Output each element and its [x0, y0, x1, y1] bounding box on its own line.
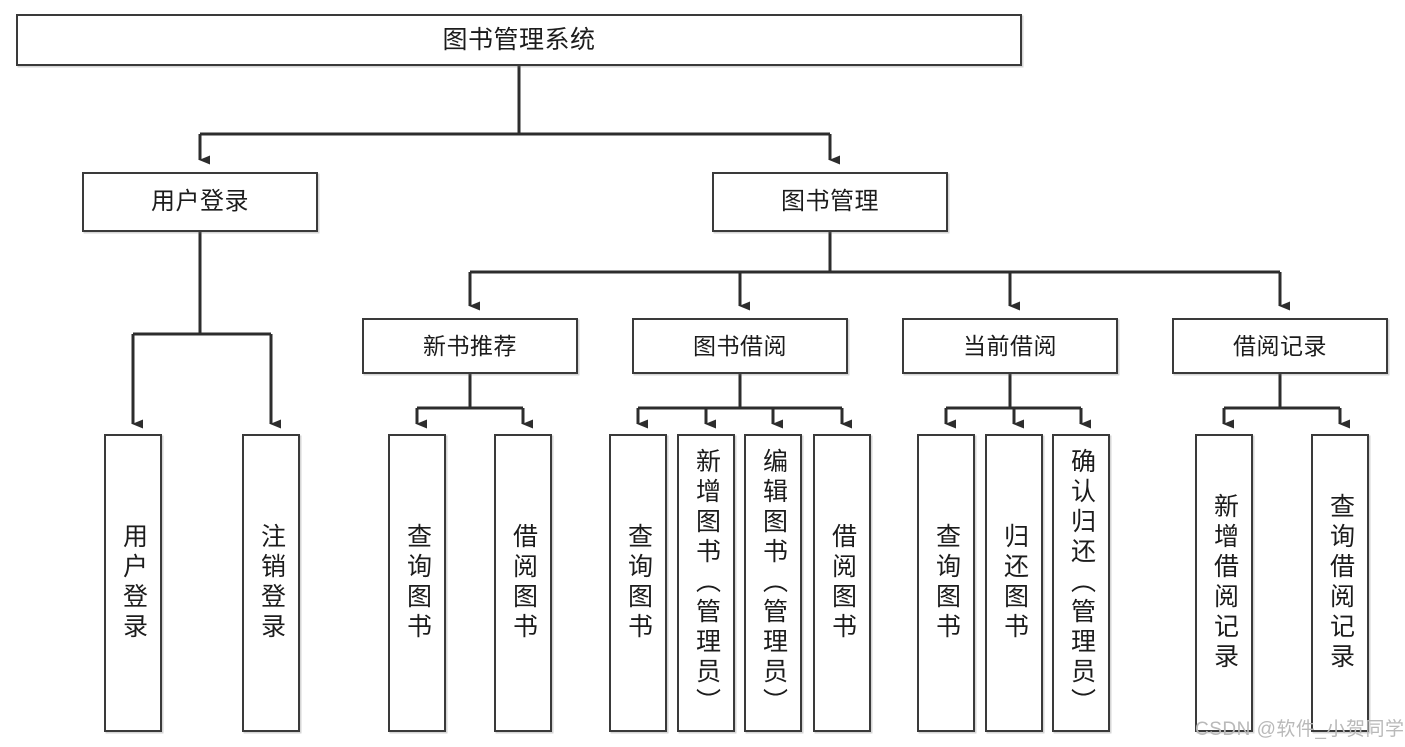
node-label: 借阅图书: [828, 523, 857, 643]
node-label: 查询图书: [403, 523, 432, 643]
node-user-login[interactable]: 用户登录: [82, 172, 318, 232]
node-label: 查询借阅记录: [1326, 493, 1355, 673]
node-new-book-recommend[interactable]: 新书推荐: [362, 318, 578, 374]
node-label: 编辑图书（管理员）: [759, 448, 788, 718]
leaf-query-book-recommend[interactable]: 查询图书: [388, 434, 446, 732]
node-label: 当前借阅: [963, 332, 1057, 359]
leaf-add-book-admin[interactable]: 新增图书（管理员）: [677, 434, 735, 732]
node-label: 图书借阅: [693, 332, 787, 359]
node-label: 借阅记录: [1233, 332, 1327, 359]
node-label: 新增借阅记录: [1210, 493, 1239, 673]
leaf-add-borrow-record[interactable]: 新增借阅记录: [1195, 434, 1253, 732]
node-label: 用户登录: [119, 523, 148, 643]
leaf-user-login[interactable]: 用户登录: [104, 434, 162, 732]
leaf-confirm-return-admin[interactable]: 确认归还（管理员）: [1052, 434, 1110, 732]
leaf-borrow-book-recommend[interactable]: 借阅图书: [494, 434, 552, 732]
node-label: 归还图书: [1000, 523, 1029, 643]
node-label: 注销登录: [257, 523, 286, 643]
node-label: 借阅图书: [509, 523, 538, 643]
node-label: 确认归还（管理员）: [1067, 448, 1096, 718]
node-book-borrow[interactable]: 图书借阅: [632, 318, 848, 374]
node-book-management[interactable]: 图书管理: [712, 172, 948, 232]
csdn-watermark: CSDN @软件_小贺同学: [1195, 719, 1405, 740]
node-current-borrow[interactable]: 当前借阅: [902, 318, 1118, 374]
leaf-logout[interactable]: 注销登录: [242, 434, 300, 732]
leaf-query-book-borrow[interactable]: 查询图书: [609, 434, 667, 732]
leaf-query-borrow-record[interactable]: 查询借阅记录: [1311, 434, 1369, 732]
node-borrow-records[interactable]: 借阅记录: [1172, 318, 1388, 374]
node-label: 用户登录: [151, 188, 249, 216]
leaf-edit-book-admin[interactable]: 编辑图书（管理员）: [744, 434, 802, 732]
node-label: 查询图书: [932, 523, 961, 643]
node-label: 查询图书: [624, 523, 653, 643]
node-root-system[interactable]: 图书管理系统: [16, 14, 1022, 66]
node-label: 图书管理系统: [442, 25, 596, 54]
leaf-return-book[interactable]: 归还图书: [985, 434, 1043, 732]
leaf-borrow-book[interactable]: 借阅图书: [813, 434, 871, 732]
leaf-query-book-current[interactable]: 查询图书: [917, 434, 975, 732]
node-label: 新书推荐: [423, 332, 517, 359]
node-label: 新增图书（管理员）: [692, 448, 721, 718]
node-label: 图书管理: [781, 188, 879, 216]
